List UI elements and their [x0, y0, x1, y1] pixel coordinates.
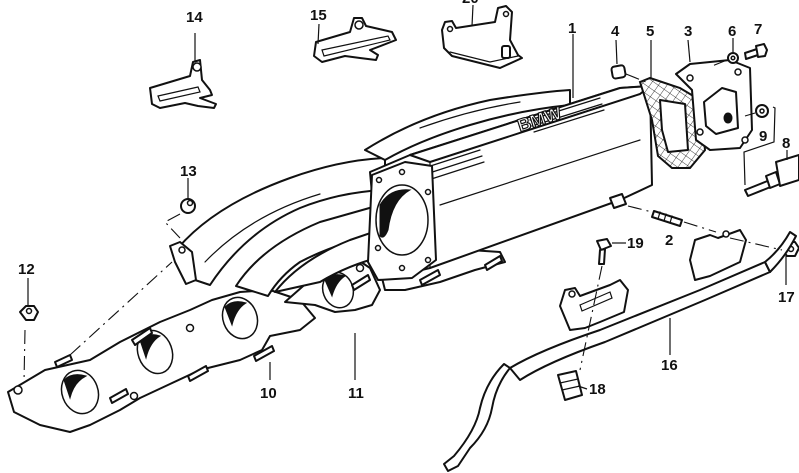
callout-13[interactable]: 13: [180, 163, 197, 180]
assembly-line-9: [744, 112, 756, 117]
callout-17[interactable]: 17: [778, 289, 795, 306]
seal-ring-part-9[interactable]: [755, 104, 769, 118]
assembly-line-17: [729, 237, 783, 251]
callout-16[interactable]: 16: [661, 357, 678, 374]
callout-12[interactable]: 12: [18, 261, 35, 278]
callout-10[interactable]: 10: [260, 385, 277, 402]
fuel-rail-holder[interactable]: [443, 229, 797, 472]
callout-3[interactable]: 3: [684, 23, 692, 40]
assembly-line-6: [711, 59, 728, 67]
leader-lines: [27, 4, 788, 390]
callout-11[interactable]: 11: [348, 385, 364, 402]
callout-7[interactable]: 7: [754, 21, 762, 38]
callout-8[interactable]: 8: [782, 135, 790, 152]
assembly-line-12: [23, 329, 26, 383]
hex-bolt-part-19[interactable]: [596, 238, 612, 265]
assembly-line-19: [579, 265, 603, 371]
assembly-line-4: [625, 73, 647, 83]
callout-5[interactable]: 5: [646, 23, 654, 40]
spacer-sleeve-part-18[interactable]: [557, 370, 583, 401]
assembly-line-flange: [69, 261, 173, 356]
collar-nut-part-13[interactable]: [180, 198, 196, 214]
callout-18[interactable]: 18: [589, 381, 606, 398]
sleeve-part-4[interactable]: [610, 64, 627, 80]
washer-part-6[interactable]: [727, 52, 739, 64]
stud-part-2[interactable]: [651, 210, 683, 227]
plenum-body[interactable]: BMW: [367, 85, 653, 281]
cover-flange-part[interactable]: [675, 59, 753, 151]
callout-6[interactable]: 6: [728, 23, 736, 40]
manifold-flange-lower[interactable]: [7, 289, 316, 433]
callout-2[interactable]: 2: [665, 232, 673, 249]
assembly-line-13: [164, 213, 181, 239]
callout-14[interactable]: 14: [186, 9, 203, 26]
assembly-line-2: [627, 205, 717, 233]
sensor-part-8[interactable]: [744, 154, 799, 197]
callout-1[interactable]: 1: [568, 20, 576, 37]
bracket-line-8-9: [743, 106, 776, 186]
hex-nut-part-12[interactable]: [19, 305, 39, 321]
callout-15[interactable]: 15: [310, 7, 327, 24]
callout-4[interactable]: 4: [611, 23, 620, 40]
callout-19[interactable]: 19: [627, 235, 644, 252]
callout-9[interactable]: 9: [759, 128, 767, 145]
bracket-right-part[interactable]: [313, 17, 397, 63]
bracket-left-part[interactable]: [149, 59, 217, 109]
support-bracket-part[interactable]: [441, 5, 523, 69]
bolt-part-7[interactable]: [744, 43, 768, 60]
gasket-part[interactable]: [638, 76, 707, 169]
callout-20[interactable]: 20: [462, 0, 479, 7]
